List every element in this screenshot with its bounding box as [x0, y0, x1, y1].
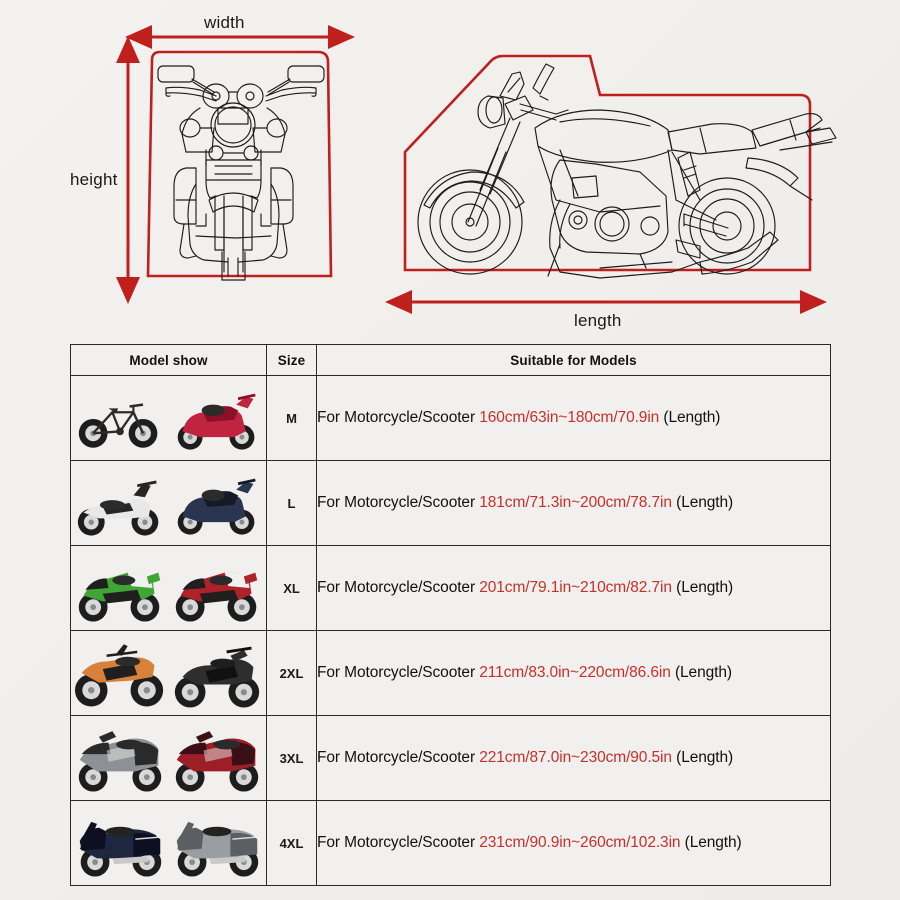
sport-tourer-thumb	[78, 731, 161, 792]
length-range-text: 211cm/83.0in~220cm/86.6in	[479, 664, 671, 681]
length-suffix-text: (Length)	[671, 749, 734, 766]
diagram-svg	[116, 25, 837, 314]
model-prefix-text: For Motorcycle/Scooter	[317, 409, 480, 426]
scooter-thumb	[177, 393, 256, 450]
length-label: length	[574, 311, 622, 330]
bagger-thumb	[79, 821, 161, 877]
suitable-models-cell: For Motorcycle/Scooter 211cm/83.0in~220c…	[316, 630, 831, 716]
tourer-thumb	[176, 731, 259, 792]
suitable-models-cell: For Motorcycle/Scooter 201cm/79.1in~210c…	[316, 545, 831, 631]
suitable-models-cell: For Motorcycle/Scooter 231cm/90.9in~260c…	[316, 800, 831, 886]
header-size: Size	[266, 344, 317, 376]
suitable-models-cell: For Motorcycle/Scooter 181cm/71.3in~200c…	[316, 460, 831, 546]
length-suffix-text: (Length)	[671, 494, 734, 511]
model-prefix-text: For Motorcycle/Scooter	[317, 494, 480, 511]
thumbnail-group	[71, 548, 266, 628]
length-range-text: 221cm/87.0in~230cm/90.5in	[479, 749, 672, 766]
thumbnail-group	[71, 463, 266, 543]
size-cell: 3XL	[266, 715, 317, 801]
length-range-text: 181cm/71.3in~200cm/78.7in	[479, 494, 672, 511]
thumbnail-group	[71, 378, 266, 458]
header-model-show: Model show	[70, 344, 267, 376]
model-prefix-text: For Motorcycle/Scooter	[317, 834, 480, 851]
table-head: Model show Size Suitable for Models	[70, 344, 831, 376]
size-cell: XL	[266, 545, 317, 631]
bicycle-thumb	[78, 403, 158, 448]
header-suitable-for-models: Suitable for Models	[316, 344, 831, 376]
suitable-models-cell: For Motorcycle/Scooter 160cm/63in~180cm/…	[316, 375, 831, 461]
model-show-cell	[70, 630, 267, 716]
sportbike-thumb	[78, 572, 160, 622]
thumbnail-group	[71, 718, 266, 798]
dimension-diagram: width height length	[0, 0, 900, 338]
enduro-thumb	[74, 644, 163, 707]
model-show-cell	[70, 715, 267, 801]
model-prefix-text: For Motorcycle/Scooter	[317, 579, 480, 596]
length-suffix-text: (Length)	[659, 409, 721, 426]
length-suffix-text: (Length)	[671, 579, 734, 596]
length-range-text: 160cm/63in~180cm/70.9in	[479, 409, 660, 426]
model-prefix-text: For Motorcycle/Scooter	[317, 749, 480, 766]
height-label: height	[70, 170, 118, 189]
model-show-cell	[70, 460, 267, 546]
model-show-cell	[70, 800, 267, 886]
model-prefix-text: For Motorcycle/Scooter	[317, 664, 480, 681]
motorcycle-front-view	[157, 65, 325, 281]
size-cell: L	[266, 460, 317, 546]
model-show-cell	[70, 375, 267, 461]
naked-thumb	[175, 646, 260, 708]
table-header-row: Model show Size Suitable for Models	[70, 344, 831, 376]
length-range-text: 201cm/79.1in~210cm/82.7in	[479, 579, 672, 596]
sportbike-thumb	[176, 572, 258, 622]
suitable-models-cell: For Motorcycle/Scooter 221cm/87.0in~230c…	[316, 715, 831, 801]
dresser-thumb	[177, 821, 259, 877]
moped-thumb	[77, 480, 159, 536]
scooter-thumb	[177, 478, 256, 535]
model-show-cell	[70, 545, 267, 631]
length-range-text: 231cm/90.9in~260cm/102.3in	[479, 834, 681, 851]
motorcycle-side-view	[417, 63, 837, 279]
size-cell: 4XL	[266, 800, 317, 886]
length-suffix-text: (Length)	[670, 664, 732, 681]
cover-outline-front	[146, 50, 333, 278]
thumbnail-group	[71, 803, 266, 883]
size-cell: 2XL	[266, 630, 317, 716]
size-cell: M	[266, 375, 317, 461]
length-suffix-text: (Length)	[680, 834, 742, 851]
cover-outline-side	[403, 54, 812, 272]
thumbnail-group	[71, 633, 266, 713]
width-label: width	[204, 13, 245, 32]
